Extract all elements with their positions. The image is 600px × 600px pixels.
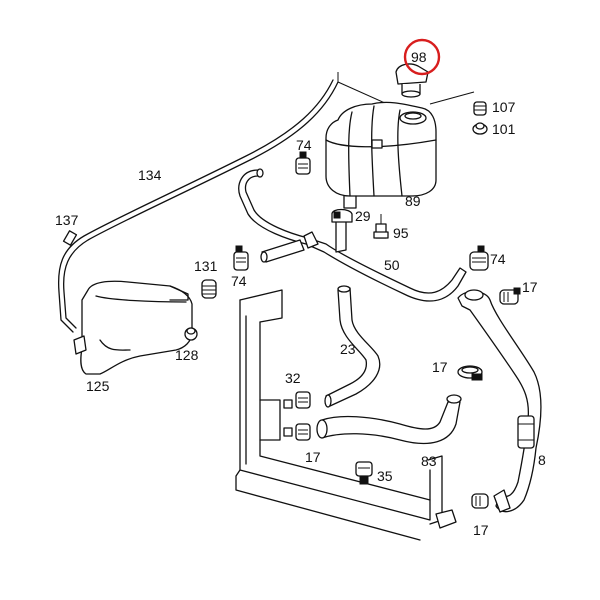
leader-134-top [337, 72, 397, 109]
clamp-74-right [469, 245, 489, 271]
label-74-top: 74 [296, 137, 312, 153]
radiator-83 [235, 289, 457, 541]
part-101 [472, 122, 488, 135]
label-74-left: 74 [231, 273, 247, 289]
clamp-32 [283, 391, 311, 409]
part-131 [201, 279, 217, 299]
clamp-74-top [295, 151, 311, 175]
clamp-74-left [233, 245, 249, 271]
label-17-lower: 17 [473, 522, 489, 538]
label-89: 89 [405, 193, 421, 209]
label-134: 134 [138, 167, 162, 183]
label-50: 50 [384, 257, 400, 273]
hose-8 [457, 289, 542, 513]
label-128: 128 [175, 347, 199, 363]
hose-lower [316, 394, 462, 445]
label-32: 32 [285, 370, 301, 386]
clamp-17-right [499, 287, 521, 305]
label-17-middle: 17 [432, 359, 448, 375]
highlight-circle [403, 38, 441, 76]
label-17-left: 17 [305, 449, 321, 465]
label-107: 107 [492, 99, 516, 115]
clamp-17-middle [457, 365, 483, 381]
cap-98 [395, 38, 441, 98]
label-74-right: 74 [490, 251, 506, 267]
leader-107 [429, 91, 475, 105]
label-35: 35 [377, 468, 393, 484]
sensor-95 [373, 214, 389, 239]
label-23: 23 [340, 341, 356, 357]
label-98: 98 [411, 49, 427, 65]
hose-23 [324, 285, 381, 408]
hose-50 [238, 168, 467, 302]
label-29: 29 [355, 208, 371, 224]
clamp-29 [331, 208, 353, 223]
clamp-17-left [283, 423, 311, 441]
clamp-35 [355, 461, 373, 485]
part-128 [184, 327, 198, 341]
label-17-right: 17 [522, 279, 538, 295]
reservoir-125 [73, 280, 193, 375]
label-125: 125 [86, 378, 110, 394]
part-107 [473, 101, 487, 116]
label-101: 101 [492, 121, 516, 137]
label-8: 8 [538, 452, 546, 468]
label-83: 83 [421, 453, 437, 469]
hose-134 [57, 79, 339, 333]
label-95: 95 [393, 225, 409, 241]
clamp-17-lower [471, 493, 489, 509]
label-131: 131 [194, 258, 218, 274]
part-137 [62, 230, 78, 246]
label-137: 137 [55, 212, 79, 228]
expansion-tank-89 [325, 101, 437, 209]
